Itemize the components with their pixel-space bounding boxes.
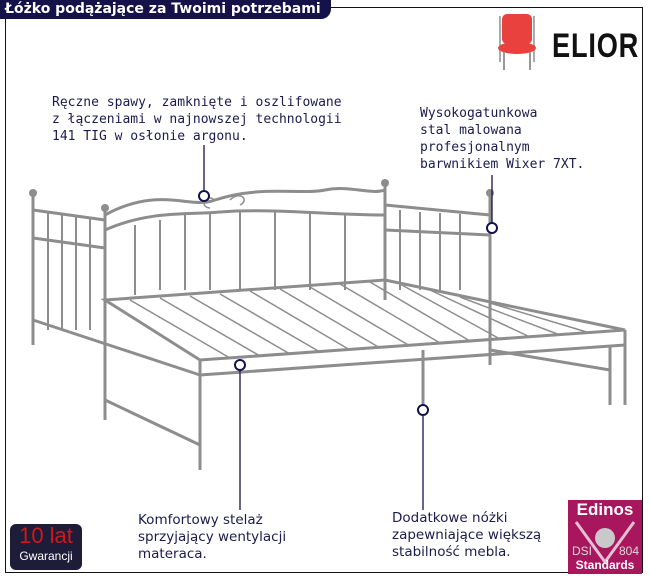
annotation-line: Wysokogatunkowa [420,106,538,121]
annotation-line: 141 TIG w osłonie argonu. [52,129,248,144]
annotation-line: z łączeniami w najnowszej technologii [52,112,342,127]
annotation-line: materaca. [138,546,207,562]
edinos-title: Edinos [576,500,634,519]
annotation-legs: Dodatkowe nóżki zapewniające większą sta… [392,510,541,561]
edinos-standards: Standards [575,558,635,572]
annotation-line: profesjonalnym [420,140,530,155]
warranty-years: 10 lat [19,523,73,548]
warranty-badge: 10 lat Gwarancji [10,524,82,570]
page-title: Łóżko podążające za Twoimi potrzebami [0,0,331,19]
annotation-line: stal malowana [420,123,522,138]
edinos-number: 804 [618,544,639,558]
callout-dot-frame [234,359,246,371]
annotation-frame: Komfortowy stelaż sprzyjający wentylacji… [138,512,286,563]
edinos-standards-badge: Edinos DSI 804 Standards [568,500,642,574]
annotation-line: barwnikiem Wixer 7XT. [420,157,585,172]
edinos-v-icon [574,521,636,565]
brand-logo: ELIOR [552,27,640,65]
annotation-line: sprzyjający wentylacji [138,529,287,545]
bed-frame [31,185,627,470]
callout-dot-steel [486,222,498,234]
annotation-line: Ręczne spawy, zamknięte i oszlifowane [52,95,342,110]
warranty-label: Gwarancji [19,549,73,563]
callout-dot-legs [417,404,429,416]
annotation-line: Komfortowy stelaż [138,512,263,528]
callout-dot-welding [198,190,210,202]
annotation-line: Dodatkowe nóżki [392,510,508,526]
chair-icon [498,14,536,70]
annotation-steel: Wysokogatunkowa stal malowana profesjona… [420,105,584,173]
annotation-welding: Ręczne spawy, zamknięte i oszlifowane z … [52,94,342,145]
edinos-dsi: DSI [572,544,593,558]
annotation-line: stabilność mebla. [392,544,511,560]
callout-markers [198,145,498,510]
annotation-line: zapewniające większą [392,527,542,543]
